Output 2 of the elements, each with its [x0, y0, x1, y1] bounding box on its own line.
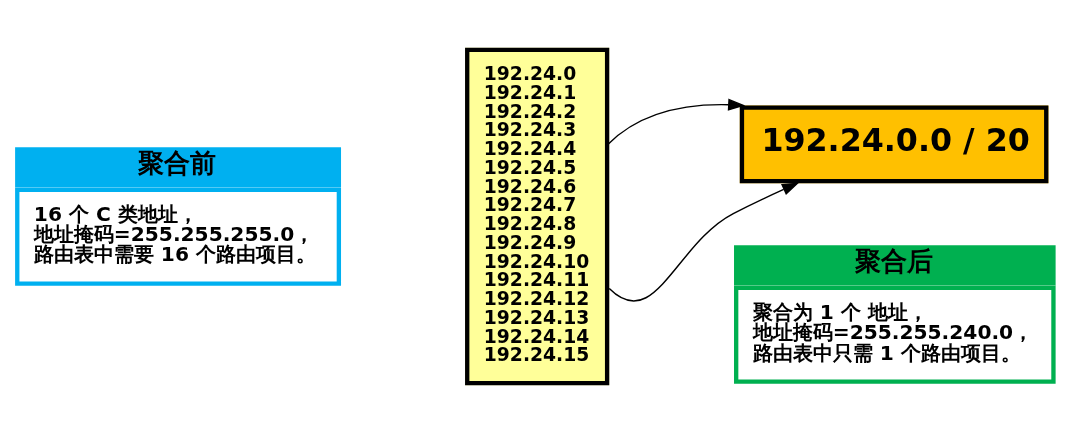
arrow [608, 182, 800, 302]
arrow [607, 98, 746, 146]
